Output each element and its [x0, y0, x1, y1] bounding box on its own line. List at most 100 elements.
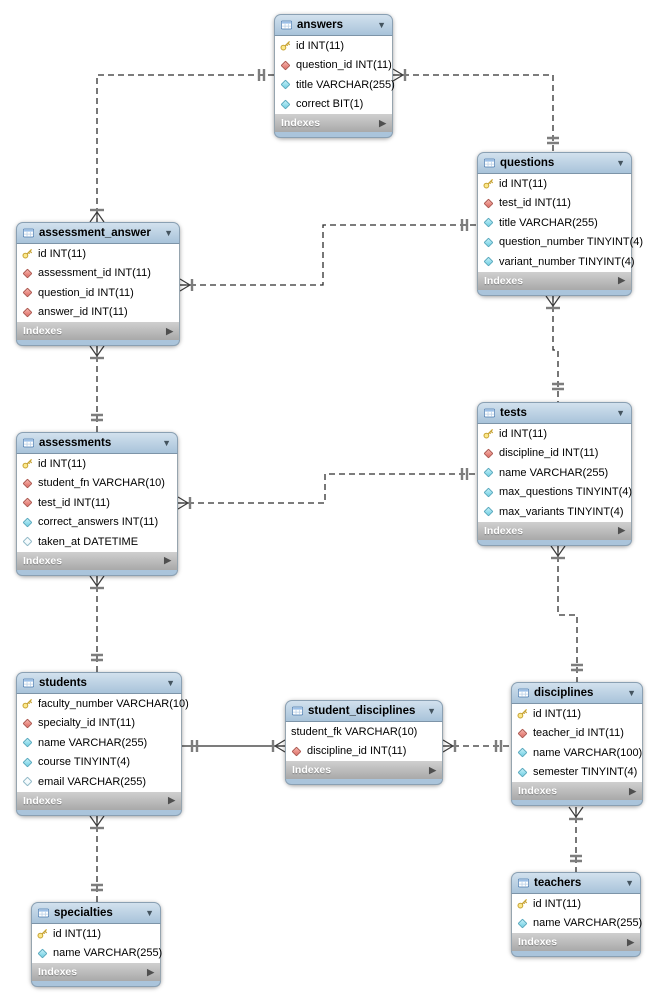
table-bottom-edge: [274, 132, 393, 138]
column-row[interactable]: id INT(11): [17, 244, 179, 264]
table-header-tests[interactable]: tests ▼: [477, 402, 632, 424]
relationship-disciplines-student_disciplines[interactable]: [442, 739, 511, 753]
expand-arrow-icon[interactable]: ▶: [618, 275, 625, 285]
expand-arrow-icon[interactable]: ▶: [147, 966, 154, 977]
collapse-arrow-icon[interactable]: ▼: [625, 878, 634, 888]
relationship-specialties-students[interactable]: [89, 815, 105, 902]
column-row[interactable]: id INT(11): [275, 36, 392, 56]
column-row[interactable]: answer_id INT(11): [17, 303, 179, 323]
column-row[interactable]: question_id INT(11): [275, 56, 392, 76]
relationship-questions-answers[interactable]: [392, 68, 559, 152]
relationship-answers-assessment_answer[interactable]: [89, 69, 274, 223]
column-row[interactable]: correct BIT(1): [275, 95, 392, 115]
column-definition: question_id INT(11): [38, 286, 134, 299]
indexes-row[interactable]: Indexes ▶: [511, 782, 643, 800]
table-columns: id INT(11)test_id INT(11)title VARCHAR(2…: [477, 174, 643, 272]
column-row[interactable]: id INT(11): [32, 924, 160, 944]
table-name: assessments: [39, 437, 112, 449]
indexes-row[interactable]: Indexes ▶: [16, 551, 178, 570]
expand-arrow-icon[interactable]: ▶: [629, 785, 636, 796]
expand-arrow-icon[interactable]: ▶: [164, 555, 171, 565]
column-row[interactable]: max_questions TINYINT(4): [478, 483, 632, 503]
table-header-answers[interactable]: answers ▼: [274, 14, 393, 36]
collapse-arrow-icon[interactable]: ▼: [377, 20, 386, 30]
column-row[interactable]: course TINYINT(4): [17, 753, 181, 773]
relationship-teachers-disciplines[interactable]: [568, 806, 584, 872]
expand-arrow-icon[interactable]: ▶: [379, 117, 386, 128]
indexes-row[interactable]: Indexes ▶: [16, 791, 182, 810]
relationship-tests-assessments[interactable]: [177, 468, 477, 510]
column-row[interactable]: semester TINYINT(4): [512, 763, 642, 783]
collapse-arrow-icon[interactable]: ▼: [427, 706, 436, 716]
column-row[interactable]: id INT(11): [512, 704, 642, 724]
table-specialties: specialties ▼ id INT(11)name VARCHAR(255…: [31, 902, 162, 987]
column-row[interactable]: teacher_id INT(11): [512, 724, 642, 744]
column-row[interactable]: variant_number TINYINT(4): [478, 252, 635, 272]
column-definition: id INT(11): [38, 457, 87, 470]
column-row[interactable]: email VARCHAR(255): [17, 772, 181, 792]
collapse-arrow-icon[interactable]: ▼: [616, 408, 625, 418]
collapse-arrow-icon[interactable]: ▼: [166, 678, 175, 688]
column-row[interactable]: test_id INT(11): [478, 194, 631, 214]
column-row[interactable]: question_number TINYINT(4): [478, 233, 643, 253]
table-header-questions[interactable]: questions ▼: [477, 152, 632, 174]
table-icon: [23, 678, 34, 689]
column-row[interactable]: name VARCHAR(255): [32, 944, 162, 964]
table-header-student_disciplines[interactable]: student_disciplines ▼: [285, 700, 443, 722]
column-row[interactable]: name VARCHAR(100): [512, 743, 642, 763]
expand-arrow-icon[interactable]: ▶: [168, 795, 175, 805]
column-row[interactable]: assessment_id INT(11): [17, 264, 179, 284]
table-header-specialties[interactable]: specialties ▼: [31, 902, 161, 924]
column-row[interactable]: title VARCHAR(255): [275, 75, 395, 95]
relationship-questions-assessment_answer[interactable]: [179, 219, 477, 292]
collapse-arrow-icon[interactable]: ▼: [164, 228, 173, 238]
column-row[interactable]: discipline_id INT(11): [478, 444, 631, 464]
column-row[interactable]: question_id INT(11): [17, 283, 179, 303]
column-row[interactable]: faculty_number VARCHAR(10): [17, 694, 189, 714]
expand-arrow-icon[interactable]: ▶: [166, 325, 173, 336]
relationship-tests-questions[interactable]: [545, 295, 564, 402]
column-row[interactable]: max_variants TINYINT(4): [478, 502, 631, 522]
relationship-students-student_disciplines[interactable]: [182, 739, 286, 753]
column-definition: faculty_number VARCHAR(10): [38, 697, 189, 710]
indexes-row[interactable]: Indexes ▶: [477, 271, 632, 290]
column-definition: name VARCHAR(255): [499, 466, 609, 479]
collapse-arrow-icon[interactable]: ▼: [616, 158, 625, 168]
column-row[interactable]: test_id INT(11): [17, 493, 177, 513]
table-header-disciplines[interactable]: disciplines ▼: [511, 682, 643, 704]
indexes-row[interactable]: Indexes ▶: [31, 963, 161, 981]
column-row[interactable]: student_fn VARCHAR(10): [17, 474, 177, 494]
indexes-row[interactable]: Indexes ▶: [511, 933, 641, 951]
column-row[interactable]: name VARCHAR(255): [478, 463, 631, 483]
column-row[interactable]: student_fk VARCHAR(10): [286, 722, 442, 742]
column-row[interactable]: taken_at DATETIME: [17, 532, 177, 552]
expand-arrow-icon[interactable]: ▶: [618, 525, 625, 535]
column-row[interactable]: id INT(11): [478, 174, 631, 194]
relationship-disciplines-tests[interactable]: [550, 545, 583, 682]
column-row[interactable]: name VARCHAR(255): [17, 733, 181, 753]
column-row[interactable]: title VARCHAR(255): [478, 213, 631, 233]
collapse-arrow-icon[interactable]: ▼: [627, 688, 636, 698]
collapse-arrow-icon[interactable]: ▼: [162, 438, 171, 448]
column-row[interactable]: id INT(11): [17, 454, 177, 474]
table-header-students[interactable]: students ▼: [16, 672, 182, 694]
column-row[interactable]: discipline_id INT(11): [286, 742, 442, 762]
column-row[interactable]: id INT(11): [512, 894, 640, 914]
table-header-assessments[interactable]: assessments ▼: [16, 432, 178, 454]
column-row[interactable]: correct_answers INT(11): [17, 513, 177, 533]
column-row[interactable]: id INT(11): [478, 424, 631, 444]
expand-arrow-icon[interactable]: ▶: [429, 764, 436, 775]
column-row[interactable]: name VARCHAR(255): [512, 914, 642, 934]
table-header-assessment_answer[interactable]: assessment_answer ▼: [16, 222, 180, 244]
collapse-arrow-icon[interactable]: ▼: [145, 908, 154, 918]
column-row[interactable]: specialty_id INT(11): [17, 714, 181, 734]
expand-arrow-icon[interactable]: ▶: [627, 936, 634, 947]
indexes-row[interactable]: Indexes ▶: [274, 114, 393, 132]
relationship-assessments-assessment_answer[interactable]: [89, 345, 105, 432]
relationship-students-assessments[interactable]: [89, 575, 105, 672]
table-name: tests: [500, 407, 527, 419]
indexes-row[interactable]: Indexes ▶: [16, 322, 180, 340]
indexes-row[interactable]: Indexes ▶: [285, 761, 443, 779]
table-header-teachers[interactable]: teachers ▼: [511, 872, 641, 894]
indexes-row[interactable]: Indexes ▶: [477, 521, 632, 540]
